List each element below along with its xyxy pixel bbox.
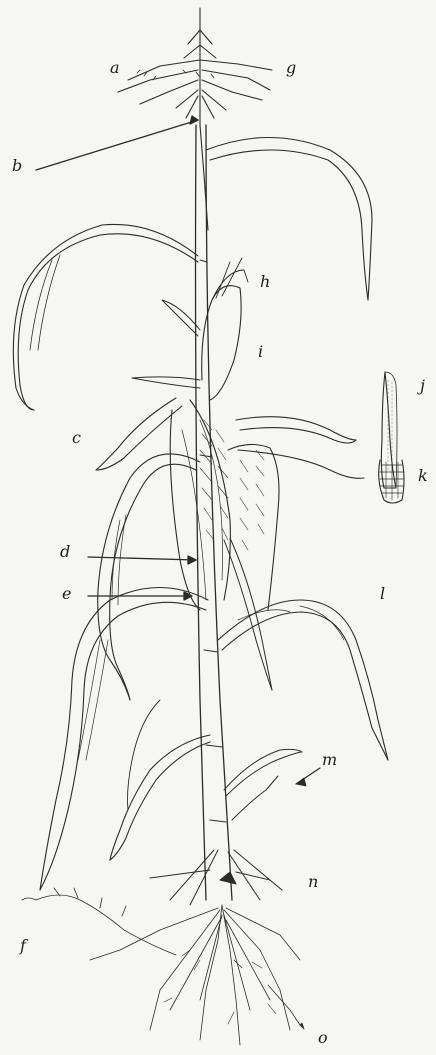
label-f: f: [20, 938, 26, 954]
label-j: j: [420, 378, 425, 394]
label-e: e: [62, 586, 71, 602]
base-leaf-left: [110, 700, 210, 860]
base-leaf-right: [224, 749, 302, 820]
label-o: o: [318, 1030, 328, 1046]
label-c: c: [72, 430, 81, 446]
label-b: b: [12, 158, 22, 174]
upper-shoots: [132, 300, 200, 388]
label-g: g: [286, 60, 296, 76]
mid-leaf-right: [236, 417, 364, 479]
tassel: [118, 8, 272, 125]
mid-leaf-left: [96, 398, 182, 470]
label-a: a: [110, 60, 120, 76]
upper-leaf-left: [13, 224, 198, 410]
root-system: [22, 888, 304, 1045]
husk-shading: [200, 420, 264, 550]
mid-leaf-down: [224, 538, 272, 690]
label-i: i: [258, 344, 263, 360]
label-h: h: [260, 274, 270, 290]
label-d: d: [60, 544, 70, 560]
lower-leaf-left-2: [40, 588, 208, 891]
label-k: k: [418, 468, 428, 484]
label-l: l: [380, 586, 385, 602]
main-stalk: [196, 125, 233, 900]
label-n: n: [308, 874, 318, 890]
lower-ear-cluster: [170, 400, 279, 610]
lower-leaf-right: [218, 600, 388, 760]
detached-ear: [379, 372, 404, 503]
lower-leaf-left-1: [98, 454, 200, 700]
brace-roots: [150, 850, 282, 905]
pointer-lines: [36, 116, 320, 786]
label-m: m: [322, 752, 337, 768]
